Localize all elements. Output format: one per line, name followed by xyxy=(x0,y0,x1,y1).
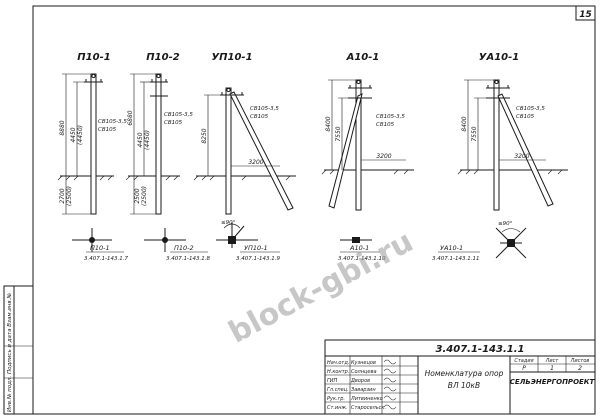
plan-label: П10-2 xyxy=(174,244,194,252)
wire-label-1: СВ105-3,5 xyxy=(376,114,405,120)
plan-angle: ≤90° xyxy=(221,220,236,226)
pole-up10-1: УП10-1 8250 СВ105-3,5 СВ105 3200 xyxy=(193,52,296,215)
plan-label: УА10-1 xyxy=(440,244,463,252)
role-1: Нач.отд. xyxy=(327,360,349,366)
pole-a10-1: А10-1 8400 7550 СВ105-3,5 СВ105 3200 xyxy=(321,52,414,211)
pole-shaft xyxy=(155,73,162,215)
role-2: Н.контр. xyxy=(327,369,349,375)
dim-span: 3200 xyxy=(376,153,391,160)
col-stage: Стадия xyxy=(514,358,533,364)
description-line-1: Номенклатура опор xyxy=(425,369,504,378)
doc-code: 3.407.1-143.1.1 xyxy=(436,344,525,355)
name-3: Дворов xyxy=(350,378,370,384)
sheet-number: 15 xyxy=(579,10,592,20)
names-column: Кузнецов Солнцева Дворов Заварзин Литвин… xyxy=(350,360,386,411)
name-2: Солнцева xyxy=(351,369,377,375)
sheet-value: 1 xyxy=(550,365,554,372)
signatures xyxy=(383,359,397,410)
name-4: Заварзин xyxy=(351,387,376,393)
col-sheet: Лист xyxy=(545,358,560,364)
plan-label: П10-1 xyxy=(90,244,110,252)
wire-label-2: СВ105 xyxy=(164,120,183,126)
dim-mid: 4450 xyxy=(70,127,77,142)
name-5: Литвиненко xyxy=(350,396,383,402)
wire-label-2: СВ105 xyxy=(98,127,117,133)
wire-label-1: СВ105-3,5 xyxy=(516,106,545,112)
wire-label-1: СВ105-3,5 xyxy=(250,106,279,112)
dim-bottom-paren: (2500) xyxy=(141,186,148,206)
role-3: ГИП xyxy=(327,378,338,384)
col-sheets: Листов xyxy=(570,358,590,364)
role-6: Ст.инж. xyxy=(327,405,348,411)
plan-label: А10-1 xyxy=(349,244,369,252)
dim-mid-paren: (4450) xyxy=(144,130,151,150)
pole-shaft xyxy=(493,79,500,211)
wire-label-1: СВ105-3,5 xyxy=(98,119,127,125)
side-stamp-text: Инв.№ подл. Подпись и дата Взам.инв.№ xyxy=(7,293,13,412)
description-line-2: ВЛ 10кВ xyxy=(448,381,480,390)
name-1: Кузнецов xyxy=(351,360,376,366)
plan-view-a10-1: А10-1 3.407.1-143.1.10 xyxy=(338,237,386,262)
plan-view-ua10-1: ≤90° УА10-1 3.407.1-143.1.11 xyxy=(432,221,527,262)
dim-span: 3200 xyxy=(514,153,529,160)
dim-total: 8250 xyxy=(201,128,208,143)
dim-total: 8400 xyxy=(461,116,468,131)
stage-value: Р xyxy=(522,365,526,372)
dim-span: 3200 xyxy=(248,159,263,166)
plan-code: 3.407.1-143.1.8 xyxy=(166,256,210,262)
pole-strut xyxy=(229,91,294,211)
plan-label: УП10-1 xyxy=(244,244,268,252)
plan-code: 3.407.1-143.1.11 xyxy=(432,256,479,262)
plan-angle: ≤90° xyxy=(498,221,513,227)
plan-code: 3.407.1-143.1.7 xyxy=(84,256,128,262)
pole-title: П10-1 xyxy=(77,52,110,63)
role-5: Рук.гр. xyxy=(327,396,345,402)
dim-mid: 7550 xyxy=(335,126,342,141)
dim-bottom-paren: (2500) xyxy=(66,186,73,206)
pole-title: А10-1 xyxy=(346,52,380,63)
pole-shaft xyxy=(225,87,232,215)
roles-column: Нач.отд. Н.контр. ГИП Гл.спец. Рук.гр. С… xyxy=(327,360,349,411)
dim-bottom: 2700 xyxy=(59,188,66,203)
dim-total: 8880 xyxy=(59,120,66,135)
sheets-value: 2 xyxy=(578,365,582,372)
pole-title: УА10-1 xyxy=(479,52,519,63)
plan-code: 3.407.1-143.1.9 xyxy=(236,256,280,262)
dim-mid: 7550 xyxy=(471,126,478,141)
wire-label-2: СВ105 xyxy=(376,122,395,128)
pole-shaft xyxy=(90,73,97,215)
plan-view-p10-2: П10-2 3.407.1-143.1.8 xyxy=(144,228,210,262)
pole-strut xyxy=(497,93,554,207)
dim-mid: 4450 xyxy=(137,132,144,147)
pole-strut xyxy=(328,93,363,209)
dim-mid-paren: (4450) xyxy=(77,125,84,145)
title-block: 3.407.1-143.1.1 Номенклатура опор ВЛ 10к… xyxy=(324,339,596,415)
plan-view-p10-1: П10-1 3.407.1-143.1.7 xyxy=(72,228,128,262)
side-stamp: Инв.№ подл. Подпись и дата Взам.инв.№ xyxy=(3,285,34,415)
wire-label-2: СВ105 xyxy=(250,114,269,120)
name-6: Старосельск. xyxy=(351,405,386,411)
dim-total: 6880 xyxy=(127,110,134,125)
sheet-number-box xyxy=(575,5,596,21)
sheet-frame xyxy=(32,5,596,415)
pole-p10-1: П10-1 8880 4450 (4450) 2700 (2500) СВ105… xyxy=(57,52,127,215)
plan-code: 3.407.1-143.1.10 xyxy=(338,256,386,262)
pole-title: УП10-1 xyxy=(211,52,252,63)
company-name: СЕЛЬЭНЕРГОПРОЕКТ xyxy=(510,378,596,386)
role-4: Гл.спец. xyxy=(327,387,349,393)
pole-p10-2: П10-2 6880 4450 (4450) 2500 (2500) СВ105… xyxy=(125,52,193,215)
wire-label-1: СВ105-3,5 xyxy=(164,112,193,118)
pole-title: П10-2 xyxy=(146,52,179,63)
wire-label-2: СВ105 xyxy=(516,114,535,120)
pole-ua10-1: УА10-1 8400 7550 СВ105-3,5 СВ105 3200 xyxy=(457,52,568,211)
dim-total: 8400 xyxy=(325,116,332,131)
dim-bottom: 2500 xyxy=(134,188,141,203)
plan-view-up10-1: ≤90° УП10-1 3.407.1-143.1.9 xyxy=(216,220,280,262)
